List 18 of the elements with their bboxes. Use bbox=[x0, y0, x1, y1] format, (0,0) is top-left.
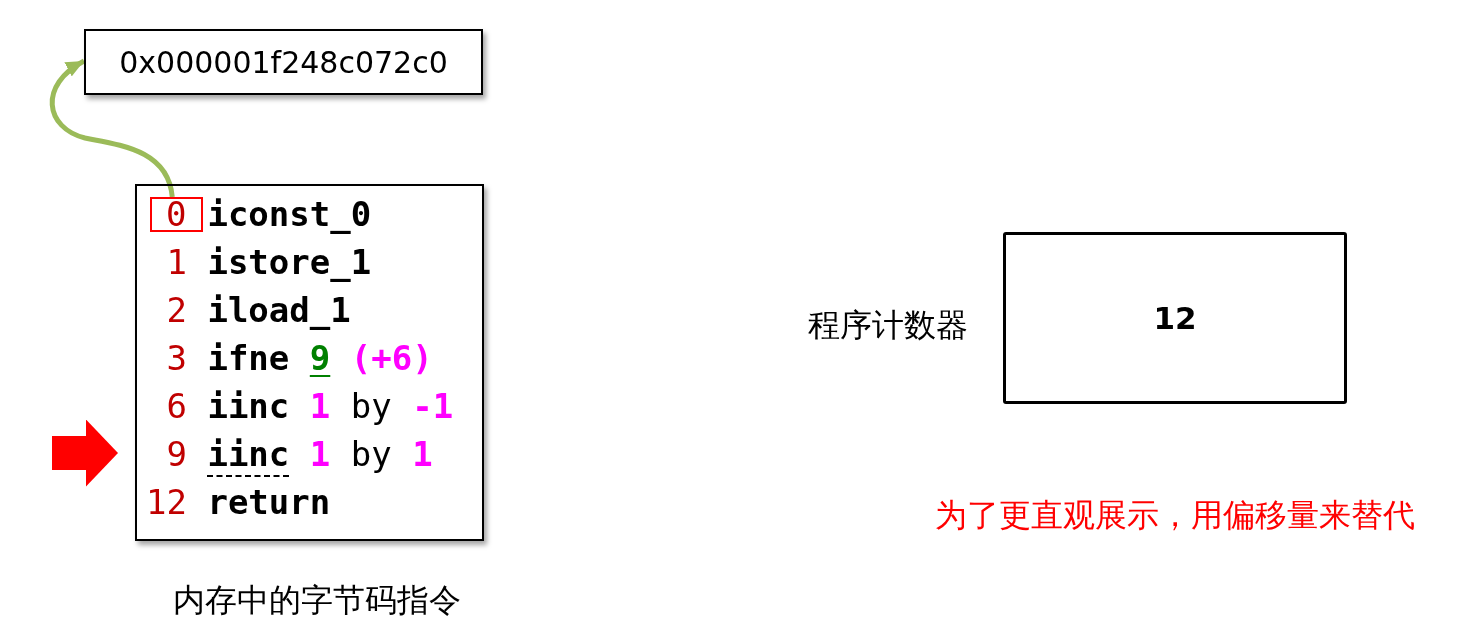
bytecode-line: 6 iinc 1 by -1 bbox=[165, 385, 454, 428]
counter-box bbox=[1003, 232, 1347, 404]
bytecode-line: 12 return bbox=[146, 481, 331, 524]
address-box bbox=[84, 29, 483, 95]
memory-address: 0x000001f248c072c0 bbox=[119, 44, 448, 80]
counter-value: 12 bbox=[1153, 300, 1197, 336]
bytecode-line: 2 iload_1 bbox=[165, 289, 351, 332]
block-arrow bbox=[52, 419, 118, 487]
bytecode-line: 9 iinc 1 by 1 bbox=[165, 433, 433, 476]
note-text: 为了更直观展示，用偏移量来替代 bbox=[935, 496, 1415, 534]
bytecode-listing-panel bbox=[135, 184, 484, 541]
curved-arrow bbox=[49, 58, 175, 198]
bytecode-line: 3 ifne 9 (+6) bbox=[165, 337, 433, 380]
node-label: 内存中的字节码指令 bbox=[173, 581, 461, 619]
bytecode-line: 1 istore_1 bbox=[165, 241, 372, 284]
bytecode-line: iconst_0 bbox=[207, 193, 372, 236]
node-label: 程序计数器 bbox=[808, 306, 968, 344]
highlighted-offset: 0 bbox=[150, 197, 203, 232]
